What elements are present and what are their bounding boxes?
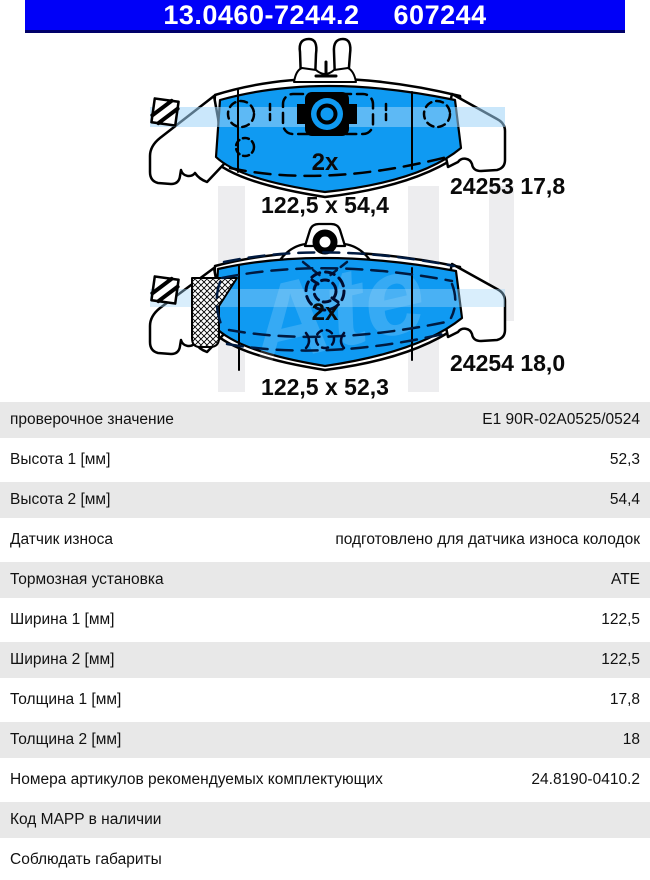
table-row: Высота 1 [мм] 52,3 xyxy=(0,440,650,480)
row-value: 122,5 xyxy=(601,651,640,668)
table-row: Ширина 2 [мм] 122,5 xyxy=(0,640,650,680)
wva-number: 607244 xyxy=(393,0,487,30)
pad2-quantity-label: 2x xyxy=(312,299,339,326)
row-value: 24.8190-0410.2 xyxy=(531,771,640,788)
pad1-code-label: 24253 17,8 xyxy=(450,173,565,199)
table-row: Ширина 1 [мм] 122,5 xyxy=(0,600,650,640)
hatched-square-icon xyxy=(150,275,180,305)
brake-pad-back-view: Ate xyxy=(148,222,565,400)
table-row: Соблюдать габариты xyxy=(0,840,650,880)
pad1-dimensions-label: 122,5 x 54,4 xyxy=(261,192,389,218)
row-label: Ширина 2 [мм] xyxy=(10,651,115,668)
table-row: Номера артикулов рекомендуемых комплекту… xyxy=(0,760,650,800)
header-bar: 13.0460-7244.2 607244 xyxy=(25,0,625,33)
pad2-dimensions-label: 122,5 x 52,3 xyxy=(261,374,389,400)
row-value: 122,5 xyxy=(601,611,640,628)
row-label: Датчик износа xyxy=(10,531,114,548)
hatched-square-icon xyxy=(150,97,180,127)
row-label: Высота 1 [мм] xyxy=(10,451,111,468)
table-row: Толщина 2 [мм] 18 xyxy=(0,720,650,760)
table-row: Высота 2 [мм] 54,4 xyxy=(0,480,650,520)
table-row: Тормозная установка ATE xyxy=(0,560,650,600)
brake-pad-technical-drawing: 2x 122,5 x 54,4 24253 17,8 Ate xyxy=(148,37,565,400)
row-label: Толщина 1 [мм] xyxy=(10,691,122,708)
row-value: подготовлено для датчика износа колодок xyxy=(335,531,640,548)
row-label: Тормозная установка xyxy=(10,571,164,588)
row-value: 54,4 xyxy=(609,491,640,508)
row-label: Толщина 2 [мм] xyxy=(10,731,122,748)
table-row: Код MAPP в наличии xyxy=(0,800,650,840)
brake-pad-top-view: 2x 122,5 x 54,4 24253 17,8 xyxy=(148,37,565,218)
table-row: проверочное значение E1 90R-02A0525/0524 xyxy=(0,400,650,440)
table-row: Датчик износа подготовлено для датчика и… xyxy=(0,520,650,560)
row-label: Ширина 1 [мм] xyxy=(10,611,115,628)
row-value: E1 90R-02A0525/0524 xyxy=(482,411,640,428)
pad1-quantity-label: 2x xyxy=(312,149,339,176)
table-row: Толщина 1 [мм] 17,8 xyxy=(0,680,650,720)
row-label: Соблюдать габариты xyxy=(10,851,162,868)
row-label: проверочное значение xyxy=(10,411,174,428)
spec-table: проверочное значение E1 90R-02A0525/0524… xyxy=(0,400,650,880)
row-label: Высота 2 [мм] xyxy=(10,491,111,508)
row-value: 17,8 xyxy=(609,691,640,708)
row-label: Номера артикулов рекомендуемых комплекту… xyxy=(10,771,383,788)
part-number: 13.0460-7244.2 xyxy=(163,0,360,30)
row-value: 18 xyxy=(622,731,640,748)
row-value: 52,3 xyxy=(609,451,640,468)
row-label: Код MAPP в наличии xyxy=(10,811,162,828)
row-value: ATE xyxy=(611,571,640,588)
wear-indicator-wedge xyxy=(191,277,238,348)
pad2-code-label: 24254 18,0 xyxy=(450,350,565,376)
